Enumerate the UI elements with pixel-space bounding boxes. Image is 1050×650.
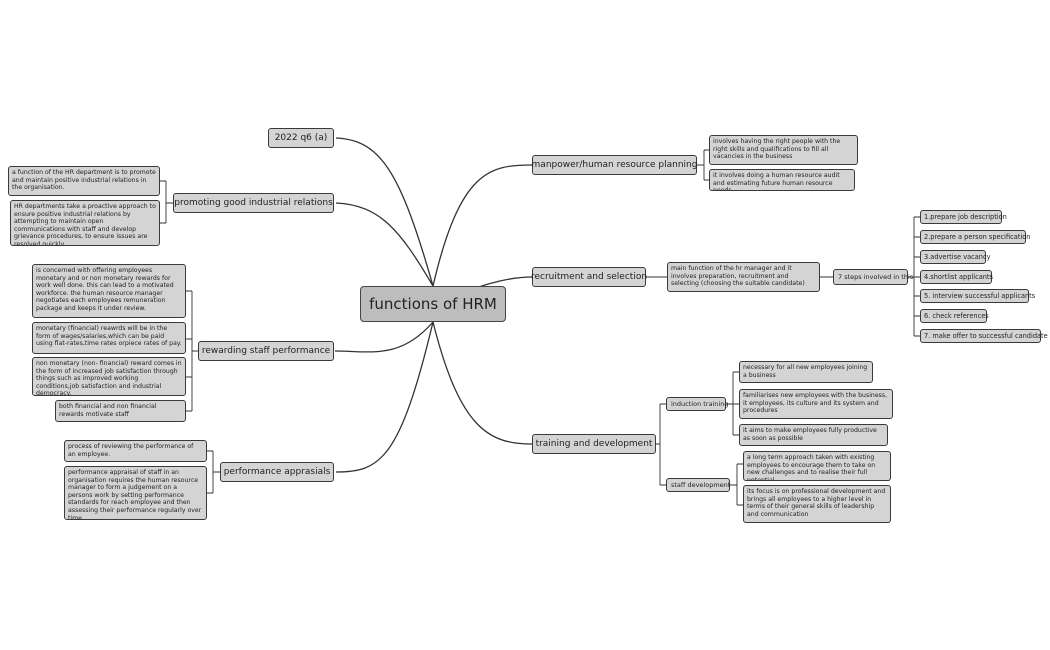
- induction-note-3[interactable]: it aims to make employees fully producti…: [739, 424, 888, 446]
- step-3[interactable]: 3.advertise vacancy: [920, 250, 991, 264]
- manpower-note-2[interactable]: it involves doing a human resource audit…: [709, 169, 855, 191]
- industrial-note-2[interactable]: HR departments take a proactive approach…: [10, 200, 160, 246]
- step-4[interactable]: 4.shortlist applicants: [920, 270, 993, 284]
- rewarding-note-1[interactable]: is concerned with offering employees mon…: [32, 264, 186, 318]
- induction-training-label[interactable]: induction training: [666, 397, 728, 411]
- induction-note-2[interactable]: familiarises new employees with the busi…: [739, 389, 893, 419]
- staffdev-note-2[interactable]: its focus is on professional development…: [743, 485, 891, 523]
- branch-performance-appraisals[interactable]: performance apprasials: [220, 462, 334, 482]
- staffdev-note-1[interactable]: a long term approach taken with existing…: [743, 451, 891, 481]
- induction-note-1[interactable]: necessary for all new employees joining …: [739, 361, 873, 383]
- central-topic[interactable]: functions of HRM: [360, 286, 506, 322]
- staff-development-label[interactable]: staff development: [666, 478, 730, 492]
- step-2[interactable]: 2.prepare a person specification: [920, 230, 1030, 244]
- recruitment-note[interactable]: main function of the hr manager and it i…: [667, 262, 820, 292]
- branch-rewarding-staff[interactable]: rewarding staff performance: [198, 341, 334, 361]
- appraisal-note-2[interactable]: performance appraisal of staff in an org…: [64, 466, 207, 520]
- branch-training-development[interactable]: training and development: [532, 434, 656, 454]
- step-6[interactable]: 6. check references: [920, 309, 989, 323]
- rewarding-note-4[interactable]: both financial and non financial rewards…: [55, 400, 186, 422]
- manpower-note-1[interactable]: involves having the right people with th…: [709, 135, 858, 165]
- step-1[interactable]: 1.prepare job description: [920, 210, 1007, 224]
- step-5[interactable]: 5. interview successful applicants: [920, 289, 1035, 303]
- appraisal-note-1[interactable]: process of reviewing the performance of …: [64, 440, 207, 462]
- step-7[interactable]: 7. make offer to successful candidate: [920, 329, 1048, 343]
- branch-manpower-planning[interactable]: manpower/human resource planning: [532, 155, 697, 175]
- branch-2022-q6[interactable]: 2022 q6 (a): [268, 128, 334, 148]
- branch-industrial-relations[interactable]: promoting good industrial relations: [173, 193, 334, 213]
- steps-label[interactable]: 7 steps involved in this: [833, 269, 913, 285]
- rewarding-note-3[interactable]: non monetary (non- financial) reward com…: [32, 357, 186, 396]
- rewarding-note-2[interactable]: monetary (financial) reawrds will be in …: [32, 322, 186, 354]
- branch-recruitment-selection[interactable]: recruitment and selection: [531, 267, 647, 287]
- industrial-note-1[interactable]: a function of the HR department is to pr…: [8, 166, 160, 196]
